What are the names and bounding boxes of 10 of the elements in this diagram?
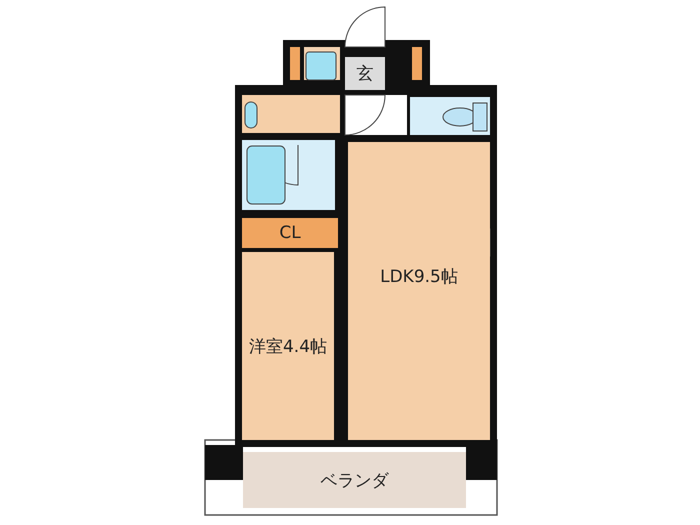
closet-area xyxy=(242,218,338,248)
room-label: ベランダ xyxy=(320,470,388,492)
entrance-area xyxy=(345,57,385,90)
bedroom-area xyxy=(242,252,334,440)
room-label: LDK9.5帖 xyxy=(380,266,458,288)
room-label: 洋室4.4帖 xyxy=(248,336,328,358)
room-label: 玄 xyxy=(356,63,374,85)
living-room-area xyxy=(348,142,490,440)
balcony-area xyxy=(243,452,466,508)
room-label: CL xyxy=(279,223,301,243)
